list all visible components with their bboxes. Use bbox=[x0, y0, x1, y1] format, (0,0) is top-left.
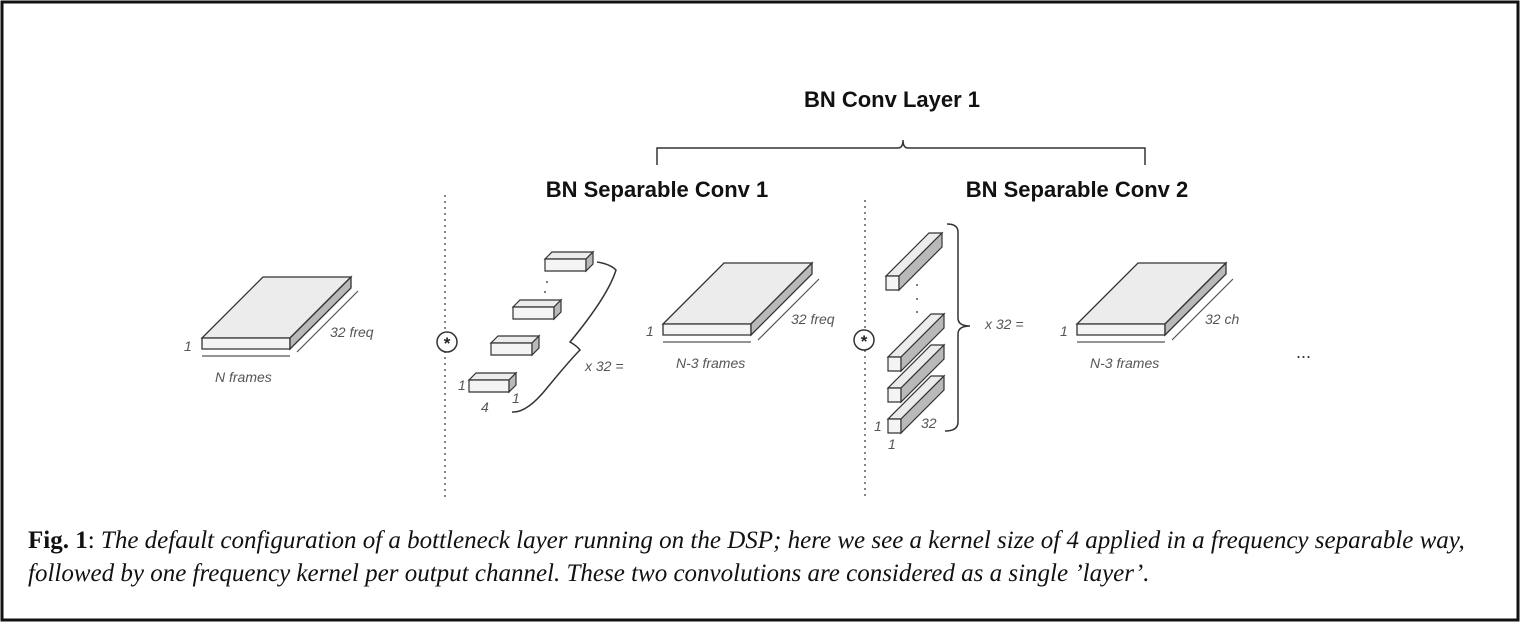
mid-freq-rule bbox=[757, 278, 820, 341]
input-tensor bbox=[200, 275, 353, 351]
output-ch-rule bbox=[1171, 278, 1234, 341]
caption-separator: : bbox=[87, 527, 101, 554]
intermediate-tensor bbox=[661, 261, 814, 337]
kernel-block bbox=[489, 334, 541, 357]
channel-kernel-bar bbox=[886, 312, 946, 373]
input-freq-label: 32 freq bbox=[330, 324, 374, 340]
output-tensor bbox=[1075, 261, 1228, 337]
channel-kernel-bar bbox=[886, 374, 946, 435]
output-frames-label: N-3 frames bbox=[1090, 355, 1159, 371]
kernel-brace-1 bbox=[511, 261, 617, 413]
kernel1-height-label: 1 bbox=[458, 377, 466, 393]
layer-brace bbox=[656, 139, 1146, 165]
title-sep-conv-2: BN Separable Conv 2 bbox=[966, 177, 1189, 202]
input-frames-label: N frames bbox=[215, 369, 272, 385]
kernel-brace-2 bbox=[944, 223, 971, 432]
convolution-operator-1: * bbox=[436, 331, 458, 353]
mid-depth-label: 1 bbox=[646, 323, 654, 339]
figure-caption: Fig. 1: The default configuration of a b… bbox=[28, 524, 1498, 590]
kernel2-height-label: 1 bbox=[874, 418, 882, 434]
title-bn-conv-layer: BN Conv Layer 1 bbox=[804, 87, 980, 112]
svg-text:*: * bbox=[861, 332, 868, 351]
kernel2-length-label: 32 bbox=[921, 415, 937, 431]
kernel1-depth-label: 1 bbox=[512, 390, 520, 406]
mid-freq-label: 32 freq bbox=[791, 311, 835, 327]
kernel-block bbox=[543, 250, 595, 273]
ellipsis-dot bbox=[916, 311, 918, 313]
svg-text:*: * bbox=[444, 334, 451, 353]
ellipsis-dot bbox=[544, 291, 546, 293]
channel-kernel-bar bbox=[884, 231, 944, 292]
ellipsis-dot bbox=[916, 298, 918, 300]
kernel1-multiplier: x 32 = bbox=[584, 358, 624, 374]
kernel2-depth-label: 1 bbox=[888, 436, 896, 452]
ellipsis-dot bbox=[546, 281, 548, 283]
ellipsis-dot bbox=[916, 284, 918, 286]
continuation-ellipsis: ... bbox=[1296, 342, 1311, 362]
kernel-block bbox=[511, 298, 563, 321]
kernel1-width-label: 4 bbox=[481, 399, 489, 415]
caption-text: The default configuration of a bottlenec… bbox=[28, 527, 1465, 587]
title-sep-conv-1: BN Separable Conv 1 bbox=[546, 177, 769, 202]
input-freq-rule bbox=[296, 290, 359, 353]
kernel-block bbox=[467, 371, 518, 394]
mid-frames-label: N-3 frames bbox=[676, 355, 745, 371]
caption-label: Fig. 1 bbox=[28, 527, 88, 554]
input-depth-label: 1 bbox=[184, 338, 192, 354]
output-depth-label: 1 bbox=[1060, 323, 1068, 339]
kernel2-multiplier: x 32 = bbox=[984, 316, 1024, 332]
output-ch-label: 32 ch bbox=[1205, 311, 1239, 327]
convolution-operator-2: * bbox=[853, 329, 875, 351]
channel-kernel-bar bbox=[886, 343, 946, 404]
